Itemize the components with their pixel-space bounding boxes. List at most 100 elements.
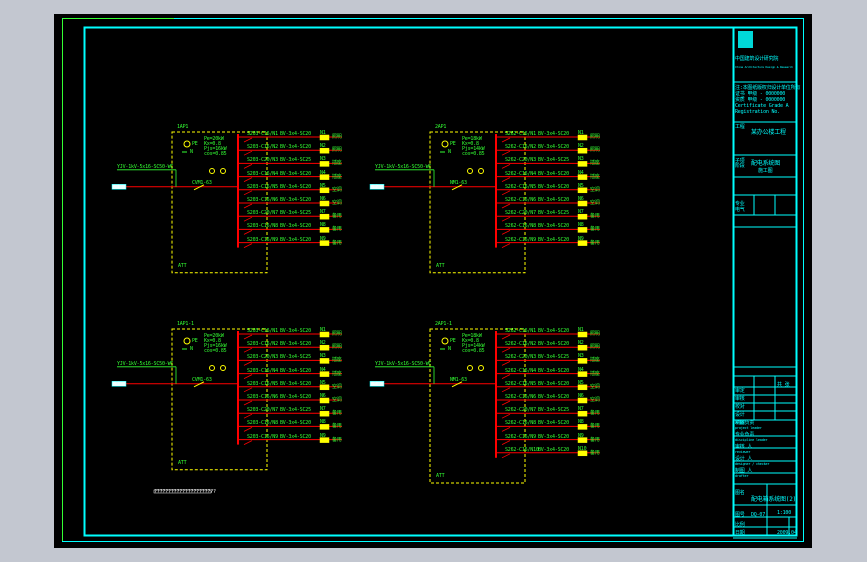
circuit-cable-label: BV-3x4-SC25: [538, 210, 569, 217]
circuit-id: N7: [320, 209, 326, 216]
circuit-breaker-symbol: [501, 427, 511, 432]
indicator-lamp-icon: [220, 365, 226, 371]
load-symbol: [577, 147, 588, 154]
circuit-load-label: 插座: [332, 173, 342, 180]
feeder-cable-label: YJV-1kV-5x16-SC50-WC: [375, 163, 432, 170]
scale-label: 比例: [735, 522, 745, 528]
circuit-cable-label: BV-3x4-SC20: [280, 144, 311, 151]
circuit-load-label: 备用: [332, 239, 342, 246]
sign-row-label: 设计: [735, 412, 745, 418]
source-tag-box: [111, 184, 127, 190]
panel-enclosure: [171, 328, 268, 471]
field-value: drafter: [735, 474, 749, 478]
circuit-breaker-label: S203-C16/N2: [247, 341, 278, 348]
panel-param: Pe=20kW: [204, 136, 224, 142]
circuit-id: N10: [578, 445, 587, 452]
circuit-cable-label: BV-3x4-SC20: [280, 380, 311, 387]
load-symbol: [577, 384, 588, 391]
circuit-breaker-symbol: [243, 347, 253, 353]
circuit-id: N7: [320, 406, 326, 413]
circuit-id: N3: [320, 156, 326, 163]
load-symbol: [577, 240, 588, 246]
circuit-id: N5: [578, 182, 584, 189]
circuit-breaker-symbol: [501, 177, 511, 182]
circuit-load-label: 备用: [590, 239, 600, 246]
circuit-load-label: 空调: [332, 186, 342, 193]
load-symbol: [577, 437, 588, 443]
panel-base-label: ATT: [178, 459, 187, 466]
panel-name: 1AP1: [177, 124, 189, 130]
title-block-note: 资质 甲级 - 0000000: [735, 97, 786, 103]
circuit-breaker-label: S262-C16/N2: [505, 341, 536, 348]
circuit-load-label: 备用: [332, 410, 342, 417]
circuit-breaker-symbol: [243, 374, 253, 379]
circuit-load-label: 插座: [332, 160, 342, 167]
panel-param: Kx=0.8: [462, 141, 479, 147]
circuit-breaker-symbol: [501, 374, 511, 379]
circuit-breaker-symbol: [501, 400, 511, 406]
drawing-frame: [62, 18, 804, 542]
circuit-id: N9: [320, 235, 326, 242]
source-tag-box: [111, 381, 127, 387]
company-name-en: China Architecture Design & Research: [735, 65, 793, 69]
panel-param: Kx=0.8: [204, 338, 221, 344]
meter-label: PE: [450, 338, 456, 344]
circuit-id: N1: [320, 327, 326, 333]
circuit-load-label: 空调: [590, 186, 600, 193]
panel-param: cos=0.85: [204, 151, 227, 157]
sign-row-label: 审核: [735, 396, 745, 402]
circuit-breaker-label: S262-C16/N1: [505, 328, 536, 334]
source-tag: AL1: [113, 184, 120, 190]
circuit-load-label: 备用: [332, 436, 342, 443]
circuit-id: N5: [320, 379, 326, 386]
circuit-breaker-symbol: [243, 216, 253, 222]
circuit-breaker-label: S262-C16/N5: [505, 380, 536, 387]
panel-param: cos=0.85: [462, 348, 485, 354]
circuit-id: N9: [578, 432, 584, 439]
circuit-cable-label: BV-3x4-SC20: [538, 144, 569, 151]
circuit-load-label: 插座: [590, 370, 600, 377]
panel-param: Pe=20kW: [204, 333, 224, 339]
stage-value: 施工图: [758, 168, 773, 174]
panel-enclosure: [171, 131, 268, 274]
load-symbol: [319, 437, 330, 443]
circuit-id: N8: [578, 419, 584, 426]
circuit-cable-label: BV-3x4-SC20: [538, 236, 569, 243]
load-symbol: [319, 384, 330, 391]
circuit-breaker-label: S203-C20/N7: [247, 210, 278, 217]
circuit-id: N9: [320, 432, 326, 439]
circuit-id: N2: [578, 340, 584, 347]
circuit-id: N6: [320, 393, 326, 399]
load-symbol: [577, 134, 588, 141]
load-symbol: [577, 213, 588, 220]
circuit-cable-label: BV-3x4-SC20: [538, 420, 569, 427]
circuit-breaker-label: S203-C16/N9: [247, 236, 278, 243]
circuit-load-label: 空调: [332, 383, 342, 390]
circuit-breaker-label: S203-C16/N5: [247, 183, 278, 190]
panel-enclosure: [429, 131, 526, 274]
circuit-cable-label: BV-3x4-SC20: [280, 197, 311, 203]
circuit-id: N1: [578, 130, 584, 136]
drawing-no: DQ-07: [751, 512, 766, 518]
panel-param: Pe=18kW: [462, 333, 482, 339]
date-label: 日期: [735, 530, 745, 536]
circuit-load-label: 照明: [332, 147, 342, 154]
meter-icon: [441, 140, 449, 148]
circuit-cable-label: BV-3x4-SC20: [538, 197, 569, 203]
load-symbol: [577, 187, 588, 194]
drawing-name: 配电箱系统图(2): [751, 496, 797, 503]
circuit-cable-label: BV-3x4-SC20: [538, 223, 569, 230]
field-label: 设计 人: [735, 456, 753, 462]
panel-param: Pjs=14kW: [462, 343, 485, 349]
circuit-load-label: 照明: [590, 344, 600, 351]
circuit-id: N8: [320, 419, 326, 426]
circuit-breaker-label: S262-C20/N7: [505, 210, 536, 217]
load-symbol: [319, 213, 330, 220]
company-logo: [738, 31, 753, 48]
circuit-id: N5: [578, 379, 584, 386]
load-symbol: [577, 331, 588, 338]
indicator-lamp-icon: [467, 168, 473, 174]
circuit-breaker-label: S203-C16/N8: [247, 223, 278, 230]
circuit-breaker-symbol: [501, 361, 511, 366]
title-block-note: 注:本图纸版权归设计单位所有: [735, 85, 801, 91]
